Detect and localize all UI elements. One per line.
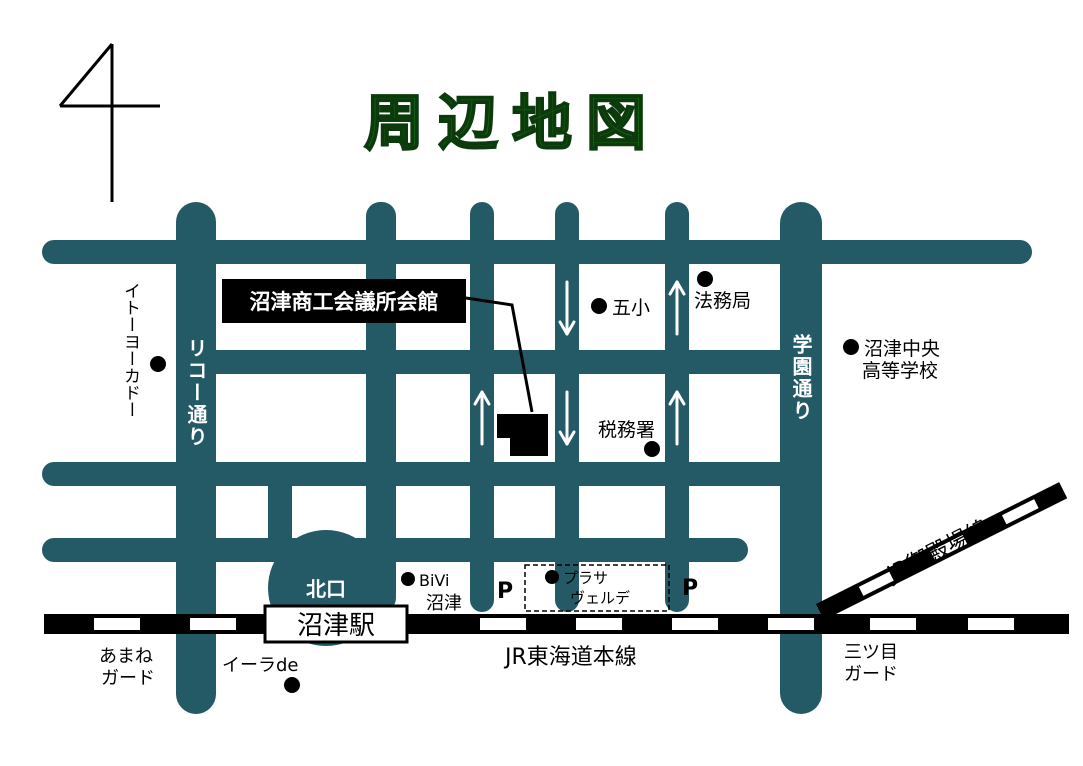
station-box — [263, 604, 409, 644]
road-gakuen — [780, 202, 822, 714]
north-arrow-icon — [58, 43, 160, 202]
destination-leader-line — [465, 296, 534, 413]
map-title: 周辺地図 — [364, 89, 660, 159]
amane-guard-label-2: ガード — [101, 668, 155, 689]
houmukyoku-marker — [697, 271, 713, 287]
gotemba-line-label: JR御殿場線 — [882, 516, 993, 588]
ito-yokado-label: イトーヨーカドー — [120, 282, 140, 418]
houmukyoku-label: 法務局 — [694, 290, 751, 312]
ito-yokado-marker — [150, 356, 166, 372]
one-way-arrow-icon — [473, 280, 686, 446]
ira-de-label: イーラde — [222, 655, 299, 676]
parking-left-label: P — [497, 579, 513, 604]
north-exit-label: 北口 — [306, 577, 346, 601]
destination-building-icon — [497, 414, 548, 456]
destination-label: 沼津商工会議所会館 — [250, 290, 439, 314]
plaza-verde-label-1: プラサ — [563, 569, 608, 587]
mitsume-guard-label-2: ガード — [844, 664, 898, 685]
mitsume-guard-label-1: 三ツ目 — [844, 642, 898, 663]
zeimusho-marker — [644, 441, 660, 457]
gakuen-road-label: 学園通り — [789, 333, 813, 422]
gotemba-line — [815, 482, 1068, 621]
bivi-label-2: 沼津 — [426, 593, 462, 614]
numazu-chuo-marker — [843, 339, 859, 355]
bivi-marker — [401, 572, 415, 586]
ira-de-marker — [284, 677, 300, 693]
tokaido-line — [44, 614, 1069, 634]
road-network — [42, 202, 1032, 714]
plaza-verde-label-2: ヴェルデ — [570, 589, 630, 607]
road-vertical-b — [366, 202, 396, 612]
zeimusho-label: 税務署 — [598, 419, 655, 441]
goshou-marker — [591, 298, 607, 314]
plaza-verde-marker — [545, 570, 559, 584]
bivi-label-1: BiVi — [419, 571, 449, 590]
goshou-label: 五小 — [612, 297, 650, 319]
tokaido-line-label: JR東海道本線 — [503, 645, 637, 670]
numazu-chuo-label-1: 沼津中央 — [864, 338, 940, 360]
amane-guard-label-1: あまね — [99, 646, 153, 667]
road-ricoh — [176, 202, 216, 714]
parking-right-label: P — [682, 576, 698, 601]
plaza-verde-outline — [524, 564, 670, 612]
destination-label-box — [222, 279, 466, 323]
station-name: 沼津駅 — [297, 611, 375, 641]
road-horizontal-3 — [42, 462, 822, 486]
ricoh-road-label: リコー通り — [184, 338, 208, 448]
numazu-chuo-label-2: 高等学校 — [862, 360, 938, 382]
